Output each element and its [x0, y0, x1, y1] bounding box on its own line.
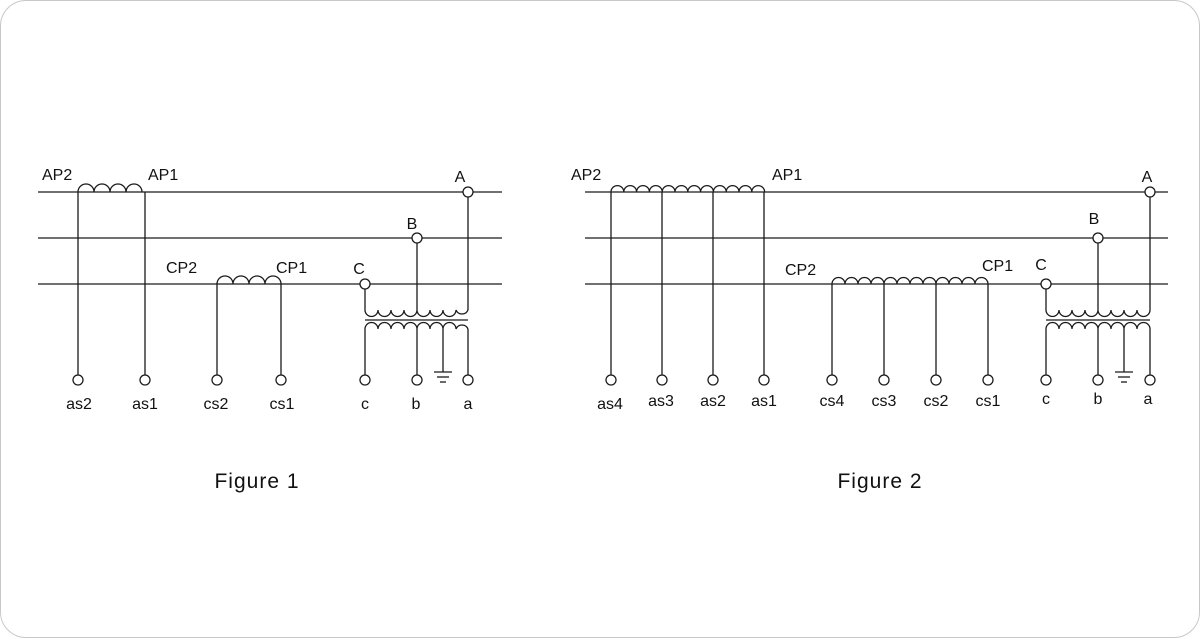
label-as1: as1: [751, 393, 777, 410]
label-cp2: CP2: [785, 262, 816, 279]
cp-coil: [216, 275, 282, 285]
vt-secondary-winding: [1045, 321, 1151, 330]
terminal-cs2: [930, 374, 942, 386]
ap-coil: [610, 184, 766, 193]
label-as4: as4: [597, 396, 623, 413]
terminal-a: [462, 374, 474, 386]
label-cs1: cs1: [976, 393, 1001, 410]
label-ap1: AP1: [148, 167, 178, 184]
label-ap1: AP1: [772, 167, 802, 184]
figure-2-caption: Figure 2: [837, 470, 922, 493]
label-cs2: cs2: [924, 393, 949, 410]
terminal-as1: [139, 374, 151, 386]
ground-icon: [1115, 371, 1133, 383]
label-c: c: [361, 396, 369, 413]
phase-b-tap: [411, 232, 423, 244]
label-as1: as1: [132, 396, 158, 413]
label-cs3: cs3: [872, 393, 897, 410]
vt-secondary-winding: [364, 321, 469, 330]
figure-1-caption: Figure 1: [214, 470, 299, 493]
label-a: a: [1144, 391, 1153, 408]
phase-a-tap: [462, 186, 474, 198]
label-phase-c: C: [1035, 257, 1047, 274]
terminal-as2: [72, 374, 84, 386]
phase-a-tap: [1144, 186, 1156, 198]
figure-2: AP2 AP1 CP2 CP1 A B C as4 as3 as2 as1 cs…: [571, 167, 1168, 493]
terminal-b: [1092, 374, 1104, 386]
label-ap2: AP2: [42, 167, 72, 184]
label-phase-b: B: [1089, 211, 1100, 228]
label-b: b: [412, 396, 421, 413]
label-c: c: [1042, 391, 1050, 408]
terminal-cs1: [982, 374, 994, 386]
terminal-cs3: [878, 374, 890, 386]
vt-primary-winding: [1045, 309, 1151, 318]
phase-c-tap: [359, 278, 371, 290]
label-as2: as2: [700, 393, 726, 410]
terminal-as1: [758, 374, 770, 386]
label-cp1: CP1: [982, 258, 1013, 275]
label-phase-b: B: [407, 216, 418, 233]
terminal-c: [359, 374, 371, 386]
figure-1: AP2 AP1 CP2 CP1 A B C as2 as1 cs2 cs1 c …: [38, 167, 502, 493]
label-as2: as2: [66, 396, 92, 413]
terminal-as2: [707, 374, 719, 386]
terminal-cs4: [826, 374, 838, 386]
label-phase-c: C: [353, 261, 365, 278]
label-b: b: [1094, 391, 1103, 408]
vt-primary-winding: [364, 309, 469, 318]
terminal-as4: [605, 374, 617, 386]
label-cp1: CP1: [276, 260, 307, 277]
terminal-b: [411, 374, 423, 386]
ap-coil: [77, 183, 143, 193]
label-ap2: AP2: [571, 167, 601, 184]
phase-b-tap: [1092, 232, 1104, 244]
terminal-a: [1144, 374, 1156, 386]
label-cp2: CP2: [166, 260, 197, 277]
terminal-as3: [656, 374, 668, 386]
terminal-c: [1040, 374, 1052, 386]
label-cs4: cs4: [820, 393, 845, 410]
label-as3: as3: [648, 393, 674, 410]
terminal-cs1: [275, 374, 287, 386]
label-phase-a: A: [1142, 169, 1153, 186]
terminal-cs2: [211, 374, 223, 386]
label-a: a: [464, 396, 473, 413]
label-cs2: cs2: [204, 396, 229, 413]
label-cs1: cs1: [270, 396, 295, 413]
cp-coil: [831, 276, 989, 285]
ground-icon: [434, 371, 452, 383]
label-phase-a: A: [455, 169, 466, 186]
phase-c-tap: [1040, 278, 1052, 290]
